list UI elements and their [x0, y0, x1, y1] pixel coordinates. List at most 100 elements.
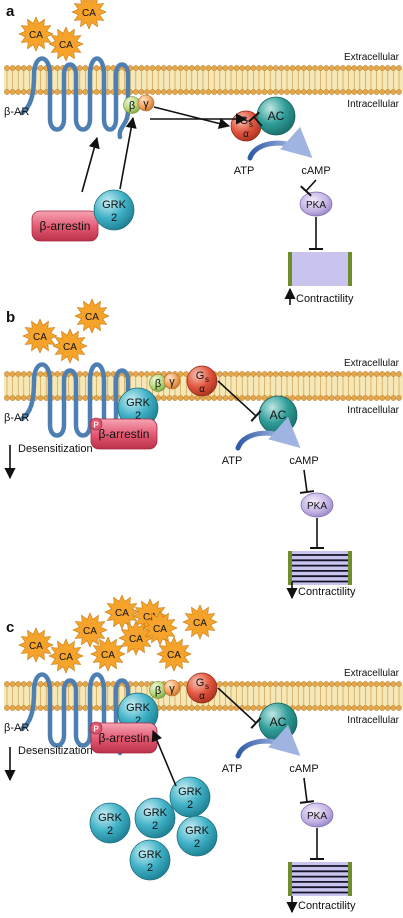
lipid-head: [356, 89, 363, 95]
lipid-head: [323, 65, 330, 71]
protein-kinase-a: PKA: [300, 492, 334, 518]
lipid-head: [54, 705, 61, 711]
lipid-head: [37, 89, 44, 95]
lipid-head: [172, 395, 178, 401]
lipid-head: [340, 681, 346, 687]
gs-subscript: s: [205, 375, 209, 384]
lipid-head: [250, 65, 257, 71]
z-disc-right: [348, 862, 352, 896]
grk2-body: [93, 189, 135, 231]
lipid-head: [340, 705, 346, 711]
catecholamine-star: [48, 638, 84, 674]
lipid-head: [278, 371, 285, 377]
lipid-head: [228, 89, 234, 95]
lipid-head: [76, 681, 83, 687]
beta-arrestin-label: β-arrestin: [99, 731, 150, 745]
lipid-head: [334, 89, 341, 95]
lipid-head: [351, 681, 358, 687]
lipid-head: [351, 705, 358, 711]
gs-label: G: [196, 370, 205, 382]
catecholamine-label: CA: [193, 618, 207, 629]
g-beta-subunit: β: [149, 681, 167, 699]
lipid-head: [323, 395, 330, 401]
catecholamine-star: [52, 328, 88, 364]
lipid-head: [93, 681, 100, 687]
lipid-head: [396, 395, 402, 401]
lipid-head: [37, 371, 44, 377]
gamma-subunit-label: γ: [169, 376, 175, 388]
gamma-subunit-body: [163, 679, 181, 697]
lipid-head: [267, 89, 274, 95]
lipid-head: [93, 705, 100, 711]
lipid-head: [272, 89, 279, 95]
lipid-head: [9, 371, 16, 377]
extracellular-label: Extracellular: [344, 358, 400, 369]
lipid-head: [200, 65, 206, 71]
phospho-body: [89, 721, 103, 735]
lipid-head: [379, 705, 386, 711]
grk2-label-line1: GRK: [178, 786, 203, 798]
z-disc-right: [348, 252, 352, 286]
lipid-head: [379, 371, 386, 377]
lipid-head: [334, 681, 341, 687]
lipid-head: [362, 681, 369, 687]
catecholamine-label: CA: [59, 652, 73, 663]
phospho-label: P: [93, 725, 99, 734]
catecholamine-star: [18, 16, 54, 52]
lipid-head: [289, 681, 296, 687]
lipid-head: [317, 89, 324, 95]
ac-label: AC: [270, 408, 287, 422]
lipid-head: [373, 705, 380, 711]
lipid-head: [345, 681, 352, 687]
pka-body: [299, 191, 333, 217]
lipid-head: [26, 371, 33, 377]
lipid-head: [37, 705, 44, 711]
lipid-head: [295, 371, 302, 377]
lipid-head: [384, 89, 391, 95]
pka-label: PKA: [307, 501, 327, 512]
lipid-head: [228, 395, 234, 401]
grk2-label-line2: 2: [135, 715, 141, 727]
lipid-head: [261, 681, 268, 687]
gs-alpha-body: [186, 365, 218, 397]
lipid-head: [65, 705, 72, 711]
grk2-label-line1: GRK: [143, 807, 168, 819]
lipid-head: [82, 705, 89, 711]
catecholamine: CA: [48, 638, 84, 674]
lipid-head: [172, 89, 178, 95]
lipid-head: [177, 395, 184, 401]
gamma-subunit-label: γ: [169, 683, 175, 695]
lipid-head: [20, 65, 27, 71]
gamma-subunit-body: [163, 372, 181, 390]
catecholamine: CA: [72, 612, 108, 648]
g-gamma-subunit: γ: [163, 372, 181, 390]
lipid-head: [345, 89, 352, 95]
lipid-head: [15, 705, 22, 711]
lipid-head: [54, 395, 61, 401]
lipid-head: [211, 65, 218, 71]
adenylyl-cyclase: AC: [258, 395, 298, 435]
lipid-head: [261, 395, 268, 401]
lipid-head: [267, 681, 274, 687]
gs-ac-uncoupled-line: [217, 380, 257, 417]
lipid-head: [368, 65, 374, 71]
lipid-head: [172, 705, 178, 711]
beta-arrestin-label: β-arrestin: [40, 219, 91, 233]
lipid-head: [317, 371, 324, 377]
phosphorylation-site: P: [89, 417, 103, 431]
lipid-head: [272, 681, 279, 687]
lipid-head: [26, 681, 33, 687]
catecholamine-star: [71, 0, 107, 30]
lipid-head: [4, 89, 10, 95]
lipid-head: [228, 371, 234, 377]
pka-label: PKA: [307, 811, 327, 822]
lipid-head: [256, 705, 262, 711]
lipid-head: [368, 371, 374, 377]
lipid-head: [233, 681, 240, 687]
camp-activates-pka-bar: [300, 185, 312, 197]
catecholamine-label: CA: [29, 30, 43, 41]
lipid-head: [256, 395, 262, 401]
